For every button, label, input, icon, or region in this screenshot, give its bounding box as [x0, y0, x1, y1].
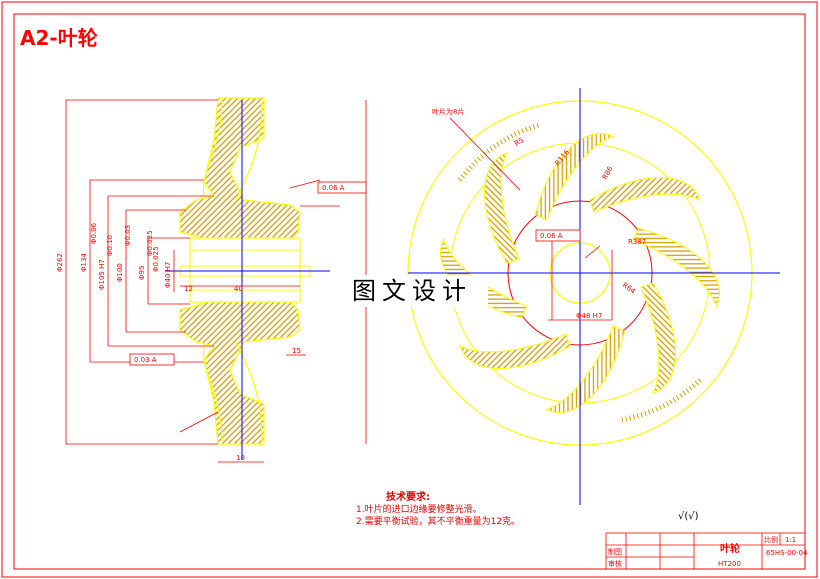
- blade-count-label: 叶片为8片: [432, 107, 464, 116]
- dim-40: 40: [234, 285, 243, 293]
- title-block: [605, 532, 806, 570]
- blades: [439, 132, 721, 414]
- title-block-row-1: 制图: [608, 547, 622, 556]
- tech-req-heading: 技术要求:: [386, 492, 430, 503]
- roughness-symbol: √(√): [678, 511, 699, 522]
- dim-18: 18: [236, 454, 245, 462]
- tolerance-frame-bottom: 0.03 A: [129, 353, 175, 366]
- front-view: 叶片为8片 R5 R116 R86 R387 R64 Φ48 H7 0.06 A: [407, 88, 780, 505]
- dim-phi010: Φ0.10: [106, 235, 114, 256]
- hub-bore: [189, 237, 301, 303]
- title-block-row-2: 审核: [608, 559, 622, 568]
- label-bore: Φ48 H7: [576, 312, 602, 320]
- dim-phi0025: Φ0.025: [152, 246, 160, 272]
- title-block-scale: 1:1: [785, 536, 796, 544]
- title-block-scale-label: 比例: [764, 535, 778, 544]
- technical-requirements: 技术要求: 1.叶片的进口边缘要修整光滑。 2.需要平衡试验，其不平衡重量为12…: [356, 492, 520, 528]
- title-block-material: HT200: [718, 560, 741, 568]
- inner-frame: [13, 13, 806, 570]
- svg-text:0.06 A: 0.06 A: [322, 184, 345, 192]
- dim-phi40: Φ40 H7: [164, 262, 172, 288]
- dim-phi105: Φ105 H7: [98, 259, 106, 290]
- dim-phi95: Φ95: [138, 266, 146, 280]
- dim-phi003: Φ0.03: [124, 225, 132, 246]
- watermark: 图文设计: [336, 275, 488, 307]
- tech-req-item-1: 1.叶片的进口边缘要修整光滑。: [356, 505, 482, 515]
- title-block-part-name: 叶轮: [720, 542, 740, 555]
- section-view: Φ262 Φ134 Φ105 H7 Φ100 Φ95 Φ40 H7 Φ0.025…: [56, 97, 367, 463]
- title-block-drawing-no: 65HS-00-04: [766, 549, 808, 557]
- sheet-title: A2-叶轮: [20, 26, 98, 50]
- dim-phi100: Φ100: [116, 263, 124, 282]
- label-r387: R387: [628, 238, 646, 246]
- dim-15: 15: [292, 347, 301, 355]
- svg-text:0.03 A: 0.03 A: [134, 356, 157, 364]
- dim-phi006: Φ0.06: [90, 222, 98, 244]
- dim-phi262: Φ262: [56, 253, 64, 272]
- tech-req-item-2: 2.需要平衡试验，其不平衡重量为12克。: [356, 517, 521, 527]
- label-r86: R86: [601, 165, 615, 181]
- dim-phi134: Φ134: [80, 253, 88, 272]
- dim-12: 12: [184, 285, 193, 293]
- front-tolerance-frame: 0.06 A: [535, 229, 581, 242]
- tolerance-frame-top: 0.06 A: [317, 181, 367, 194]
- label-r5: R5: [513, 136, 525, 148]
- label-r64: R64: [621, 281, 637, 296]
- dim-phi0035: Φ0.035: [146, 230, 154, 256]
- svg-text:0.06 A: 0.06 A: [540, 232, 563, 240]
